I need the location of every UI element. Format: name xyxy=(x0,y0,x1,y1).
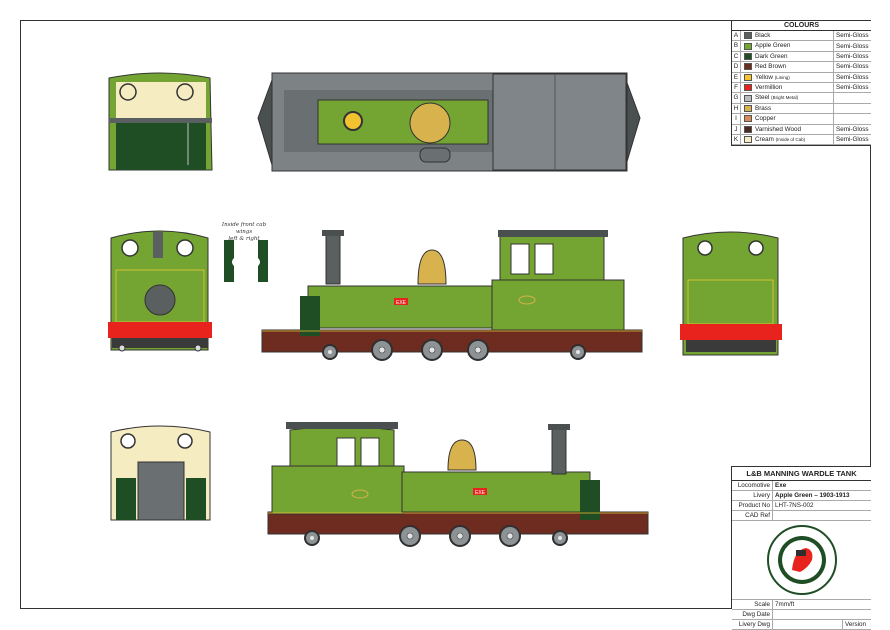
colour-row: H Brass xyxy=(732,103,871,115)
colour-row: C Dark Green Semi-Gloss xyxy=(732,51,871,63)
colour-swatch xyxy=(744,73,752,81)
colour-finish: Semi-Gloss xyxy=(836,136,869,144)
colour-row: F Vermillion Semi-Gloss xyxy=(732,82,871,94)
colour-finish: Semi-Gloss xyxy=(836,52,869,60)
rear-view xyxy=(680,231,782,356)
dwg-date-row: Dwg Date xyxy=(732,610,871,620)
colour-swatch xyxy=(744,115,752,123)
colour-swatch xyxy=(744,42,752,50)
colour-swatch xyxy=(744,52,752,60)
colours-title: COLOURS xyxy=(732,21,871,31)
side-elevation-left: EXE xyxy=(267,422,649,548)
colour-name: Apple Green xyxy=(755,41,834,51)
colour-row: K Cream (Inside of Cab)Semi-Gloss xyxy=(732,134,871,146)
logo-seal-icon xyxy=(766,525,837,595)
colour-finish: Semi-Gloss xyxy=(836,32,869,40)
colour-swatch xyxy=(744,125,752,133)
colour-finish: Semi-Gloss xyxy=(836,63,869,71)
colour-key: C xyxy=(732,51,741,62)
colour-swatch xyxy=(744,63,752,71)
drawing-title: L&B MANNING WARDLE TANK xyxy=(732,467,871,481)
colour-name: Yellow (Lining) xyxy=(755,72,834,82)
cab-wings-detail xyxy=(224,240,268,282)
colour-key: J xyxy=(732,124,741,134)
rear-cab-view xyxy=(108,72,213,171)
company-logo xyxy=(732,521,871,600)
colour-finish: Semi-Gloss xyxy=(836,125,869,133)
colour-key: A xyxy=(732,31,741,41)
colour-row: I Copper xyxy=(732,114,871,125)
cab-wings-note: Inside front cab wings left & right xyxy=(221,222,267,242)
colour-name: Varnished Wood xyxy=(755,124,834,134)
colour-row: A Black Semi-Gloss xyxy=(732,31,871,42)
colour-key: G xyxy=(732,93,741,103)
colour-name: Black xyxy=(755,31,834,41)
colour-key: F xyxy=(732,82,741,93)
colour-row: G Steel (Bright Metal) xyxy=(732,93,871,104)
colour-key: I xyxy=(732,114,741,124)
colour-name: Steel (Bright Metal) xyxy=(755,93,834,103)
colour-row: J Varnished Wood Semi-Gloss xyxy=(732,124,871,135)
colour-row: B Apple Green Semi-Gloss xyxy=(732,41,871,52)
colour-finish: Semi-Gloss xyxy=(836,42,869,50)
title-block: L&B MANNING WARDLE TANK Locomotive Exe L… xyxy=(731,466,871,630)
locomotive-row: Locomotive Exe xyxy=(732,481,871,491)
colour-name: Brass xyxy=(755,103,834,114)
front-view xyxy=(108,230,212,352)
colour-name: Dark Green xyxy=(755,51,834,62)
colour-name: Red Brown xyxy=(755,62,834,72)
nameplate-left: EXE xyxy=(475,490,486,496)
scale-row: Scale 7mm/ft xyxy=(732,600,871,610)
colour-name: Cream (Inside of Cab) xyxy=(755,134,834,145)
nameplate-right: EXE xyxy=(396,300,407,306)
colour-key: D xyxy=(732,62,741,72)
product-row: Product No LHT-7NS-002 xyxy=(732,501,871,511)
side-elevation-right: EXE xyxy=(261,230,643,362)
front-interior-view xyxy=(110,425,211,521)
cad-row: CAD Ref xyxy=(732,511,871,521)
colour-swatch xyxy=(744,136,752,144)
colour-key: B xyxy=(732,41,741,51)
livery-row: Livery Apple Green – 1903-1913 xyxy=(732,491,871,501)
colour-row: D Red Brown Semi-Gloss xyxy=(732,62,871,73)
colour-swatch xyxy=(744,104,752,112)
colour-swatch xyxy=(744,32,752,40)
colour-swatch xyxy=(744,84,752,92)
colour-key: K xyxy=(732,134,741,145)
colour-swatch xyxy=(744,94,752,102)
drawing-frame xyxy=(20,20,871,609)
colour-finish: Semi-Gloss xyxy=(836,84,869,92)
plan-view xyxy=(257,72,641,172)
colour-finish: Semi-Gloss xyxy=(836,73,869,81)
colour-key: E xyxy=(732,72,741,82)
colour-key: H xyxy=(732,103,741,114)
colour-name: Copper xyxy=(755,114,834,124)
colour-row: E Yellow (Lining)Semi-Gloss xyxy=(732,72,871,83)
colour-name: Vermillion xyxy=(755,82,834,93)
